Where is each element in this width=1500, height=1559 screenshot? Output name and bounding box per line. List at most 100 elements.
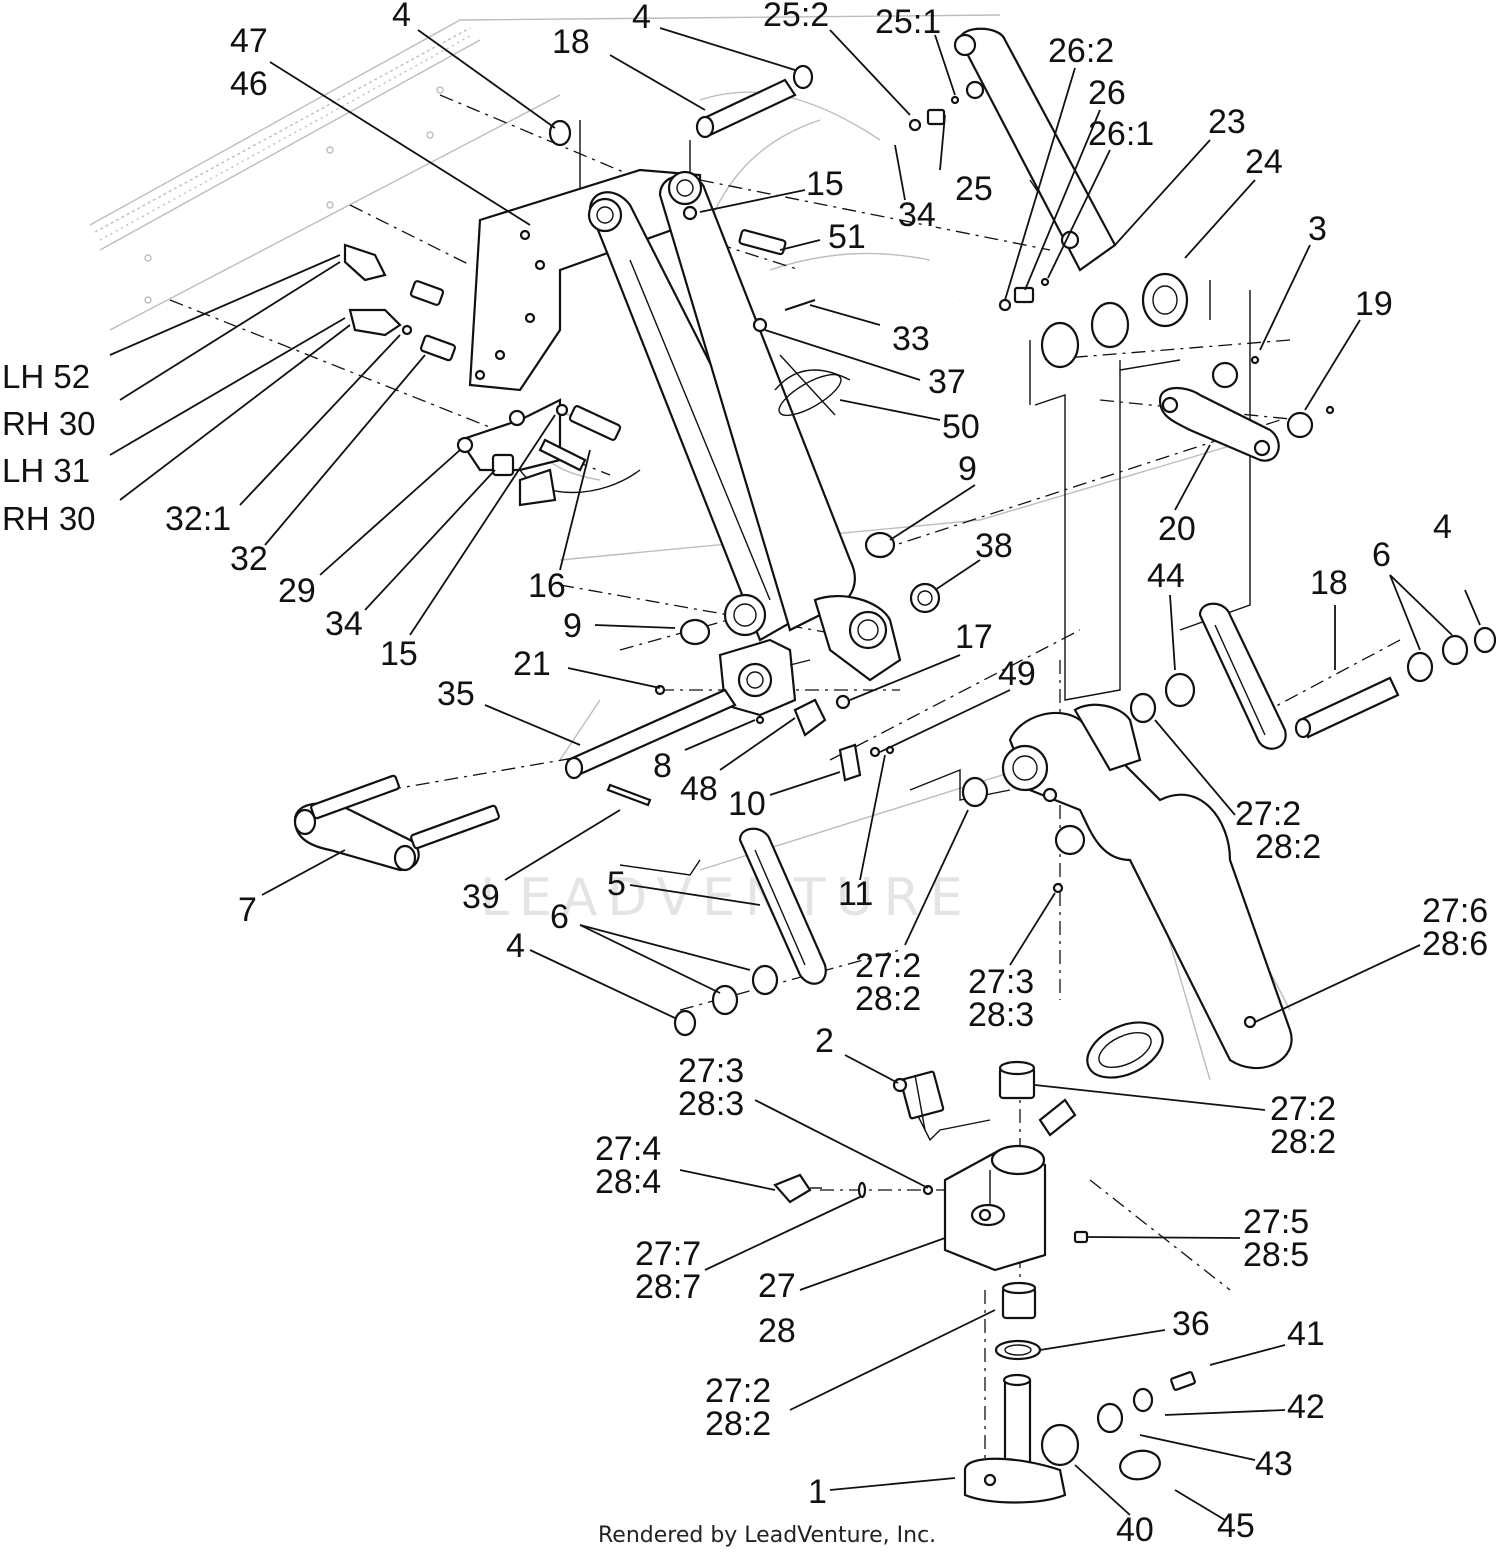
callout-leaders	[109, 27, 1481, 1521]
upper-pivot-arm	[953, 27, 1117, 272]
callout-40: 40	[1116, 1511, 1154, 1549]
callout-20: 20	[1158, 510, 1196, 548]
callout-36: 36	[1172, 1305, 1210, 1343]
caster-housing	[773, 1060, 1089, 1272]
link-bar-upper	[1158, 355, 1335, 462]
callout-32: 32	[230, 540, 268, 578]
callout-47: 47	[230, 22, 268, 60]
callout-15: 15	[806, 165, 844, 203]
spring-and-pin-assembly	[752, 298, 851, 424]
callout-49: 49	[998, 655, 1036, 693]
callout-18: 18	[1310, 564, 1348, 602]
callout-10: 10	[728, 785, 766, 823]
callout-28-3: 28:3	[678, 1085, 744, 1123]
callout-2: 2	[815, 1022, 834, 1060]
callout-28-3: 28:3	[968, 996, 1034, 1034]
callout-5: 5	[607, 865, 626, 903]
callout-26: 26	[1088, 74, 1126, 112]
mounting-plate	[468, 168, 702, 392]
callout-7: 7	[238, 891, 257, 929]
callout-27-3: 27:3	[968, 963, 1034, 1001]
lift-rod	[564, 684, 737, 807]
callout-35: 35	[437, 675, 475, 713]
caster-arm	[961, 703, 1293, 1079]
callout-27: 27	[758, 1267, 796, 1305]
pivot-block	[718, 638, 797, 717]
callout-28-2: 28:2	[1255, 828, 1321, 866]
callout-rh-30: RH 30	[2, 500, 96, 537]
callout-28: 28	[758, 1312, 796, 1350]
caster-spindle	[963, 1281, 1196, 1504]
callout-lh-52: LH 52	[2, 358, 90, 395]
callout-51: 51	[828, 218, 866, 256]
callout-37: 37	[928, 363, 966, 401]
callout-28-5: 28:5	[1243, 1236, 1309, 1274]
callout-4: 4	[632, 0, 651, 36]
callout-28-7: 28:7	[635, 1268, 701, 1306]
callout-18: 18	[552, 23, 590, 61]
spacers	[679, 531, 941, 646]
callout-4: 4	[506, 927, 525, 965]
callout-28-2: 28:2	[705, 1405, 771, 1443]
callout-29: 29	[278, 572, 316, 610]
callout-1: 1	[808, 1473, 827, 1511]
callout-34: 34	[898, 196, 936, 234]
callout-39: 39	[462, 878, 500, 916]
callout-27-3: 27:3	[678, 1052, 744, 1090]
callout-33: 33	[892, 320, 930, 358]
callout-48: 48	[680, 770, 718, 808]
callout-23: 23	[1208, 103, 1246, 141]
callout-9: 9	[958, 450, 977, 488]
callout-25-2: 25:2	[763, 0, 829, 34]
hydraulic-fittings-left	[343, 243, 622, 477]
callout-25: 25	[955, 170, 993, 208]
slotted-link-right	[1129, 602, 1497, 750]
callout-28-6: 28:6	[1422, 925, 1488, 963]
bushing-set	[1040, 272, 1189, 369]
callout-38: 38	[975, 527, 1013, 565]
callout-32-1: 32:1	[165, 500, 231, 538]
callout-26-2: 26:2	[1048, 32, 1114, 70]
callout-27-2: 27:2	[1270, 1090, 1336, 1128]
callout-16: 16	[528, 567, 566, 605]
callout-21: 21	[513, 645, 551, 683]
callout-11: 11	[838, 875, 873, 913]
callout-19: 19	[1355, 285, 1393, 323]
main-lift-arm	[587, 170, 902, 682]
callout-27-2: 27:2	[855, 947, 921, 985]
latch-parts	[755, 659, 895, 782]
callout-44: 44	[1147, 557, 1185, 595]
callout-28-2: 28:2	[1270, 1123, 1336, 1161]
callout-28-4: 28:4	[595, 1163, 661, 1201]
callout-27-5: 27:5	[1243, 1203, 1309, 1241]
callout-4: 4	[392, 0, 411, 34]
callout-43: 43	[1255, 1445, 1293, 1483]
callout-24: 24	[1245, 143, 1283, 181]
callout-27-2: 27:2	[1235, 795, 1301, 833]
callout-34: 34	[325, 605, 363, 643]
callout-8: 8	[653, 747, 672, 785]
callout-27-7: 27:7	[635, 1235, 701, 1273]
callout-6: 6	[1372, 536, 1391, 574]
callout-15: 15	[380, 635, 418, 673]
callout-42: 42	[1287, 1388, 1325, 1426]
callout-26-1: 26:1	[1088, 115, 1154, 153]
lower-link-left	[293, 774, 500, 872]
callout-4: 4	[1433, 508, 1452, 546]
callout-50: 50	[942, 408, 980, 446]
callout-3: 3	[1308, 210, 1327, 248]
slotted-link-left	[673, 827, 827, 1037]
lynch-pin	[892, 1070, 945, 1131]
callout-9: 9	[563, 607, 582, 645]
callout-lh-31: LH 31	[2, 452, 90, 489]
callout-46: 46	[230, 65, 268, 103]
callout-rh-30: RH 30	[2, 405, 96, 442]
callout-6: 6	[550, 898, 569, 936]
watermark-text: LEADVENTURE	[480, 868, 973, 928]
callout-25-1: 25:1	[875, 3, 941, 41]
callout-28-2: 28:2	[855, 980, 921, 1018]
callout-27-6: 27:6	[1422, 892, 1488, 930]
